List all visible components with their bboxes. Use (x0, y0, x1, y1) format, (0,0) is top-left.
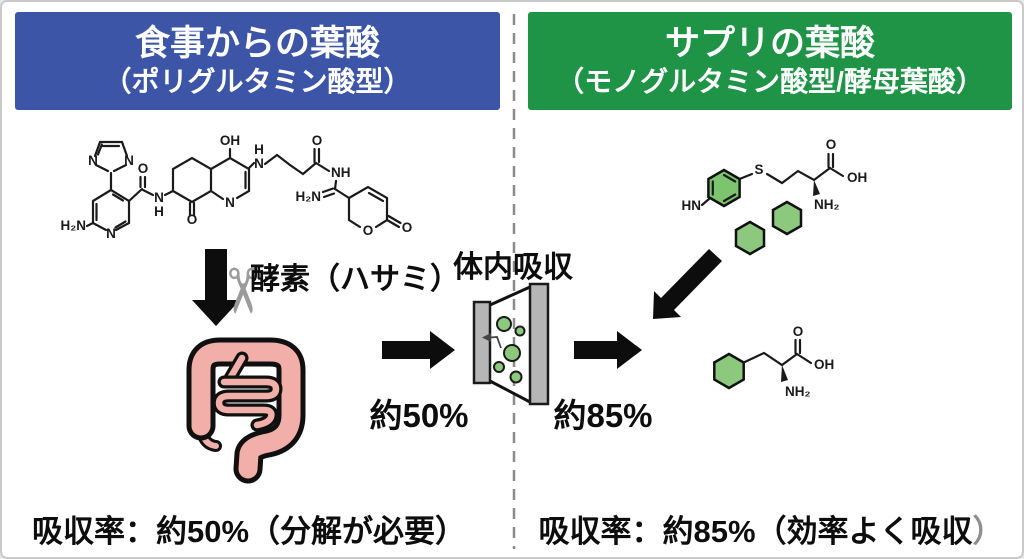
large-intestine (191, 342, 301, 479)
header-supplement-folate-title: サプリの葉酸 (664, 23, 875, 63)
down-arrow (192, 249, 240, 326)
molecule-bonds (742, 338, 813, 367)
supplement-molecule-free: O OH NH₂ (713, 324, 834, 399)
atom-label-nh: NH (331, 165, 351, 180)
atom-label-h: H (154, 204, 164, 219)
wedge-bond (781, 365, 788, 382)
atom-label-nh2: NH₂ (785, 384, 811, 399)
atom-label-n: N (154, 190, 164, 205)
absorption-membrane (472, 282, 550, 406)
atom-label-oh: OH (814, 357, 834, 372)
header-supplement-folate-subtitle: （モノグルタミン酸型/酵母葉酸） (556, 66, 984, 98)
atom-label-h: H (254, 142, 264, 157)
enzyme-label: 酵素（ハサミ） (250, 263, 460, 296)
atom-label-o: O (187, 212, 198, 227)
atom-label-oh: OH (847, 170, 867, 185)
intestine-illustration (186, 337, 306, 484)
membrane-right-bar (528, 282, 550, 406)
arrow-from-absorption (574, 331, 642, 369)
diagonal-down-left-arrow (653, 249, 722, 319)
atom-label-s: S (754, 162, 763, 177)
benzene-double-bonds (711, 173, 737, 203)
molecule-bonds (700, 152, 845, 207)
header-supplement-folate: サプリの葉酸 （モノグルタミン酸型/酵母葉酸） (528, 12, 1012, 110)
atom-label-o: O (138, 161, 149, 176)
glutamate-hexagons (734, 200, 803, 256)
food-folate-molecule: N N N H₂N O N H O OH N H N O NH H₂N O O (61, 133, 413, 241)
particle-path-line (489, 336, 502, 349)
atom-label-n: N (124, 153, 134, 168)
atom-label-h2n: H₂N (296, 189, 322, 204)
caption-supplement-main: 吸収率：約85%（効率よく吸収 (538, 514, 973, 549)
absorption-label: 体内吸収 (453, 251, 573, 284)
molecule-bonds (85, 140, 402, 232)
atom-label-o: O (826, 137, 837, 152)
particle-path-arrowhead (482, 333, 491, 342)
atom-label-o: O (402, 220, 413, 235)
scissors-icon: ✂ (207, 265, 276, 317)
atom-label-n: N (225, 195, 235, 210)
atom-label-o: O (312, 133, 323, 148)
arrow-to-absorption (382, 331, 455, 369)
rate-label-50: 約50% (369, 397, 469, 434)
atom-label-oh: OH (220, 133, 240, 148)
header-food-folate-title: 食事からの葉酸 (134, 23, 380, 63)
atom-label-hn: HN (682, 198, 702, 213)
rate-label-85: 約85% (553, 397, 653, 434)
hexagon (713, 352, 745, 390)
header-food-folate: 食事からの葉酸 （ポリグルタミン酸型） (15, 12, 500, 110)
hexagon (734, 220, 766, 256)
wedge-bond (813, 180, 820, 196)
atom-label-n: N (106, 226, 116, 241)
atom-label-n: N (254, 156, 264, 171)
enzyme-arrow: ✂ (192, 249, 276, 326)
hexagon (771, 200, 803, 236)
atom-label-n: N (88, 153, 98, 168)
caption-supplement-absorption: 吸収率：約85%（効率よく吸収） (538, 506, 1003, 551)
caption-supplement-paren: ） (972, 514, 1004, 549)
folate-particles (493, 316, 526, 384)
membrane-left-bar (472, 300, 492, 385)
atom-label-o: O (363, 223, 374, 238)
caption-food-absorption: 吸収率：約50%（分解が必要） (31, 514, 467, 549)
atom-label-o: O (793, 324, 804, 339)
supplement-molecule-bound: HN S O OH NH₂ (682, 137, 868, 213)
atom-label-nh2: NH₂ (814, 197, 840, 212)
membrane-bottom-edge (489, 379, 531, 404)
header-food-folate-subtitle: （ポリグルタミン酸型） (103, 66, 412, 98)
small-intestine (215, 378, 280, 429)
atom-label-h2n: H₂N (61, 218, 87, 233)
membrane-top-edge (489, 285, 531, 307)
